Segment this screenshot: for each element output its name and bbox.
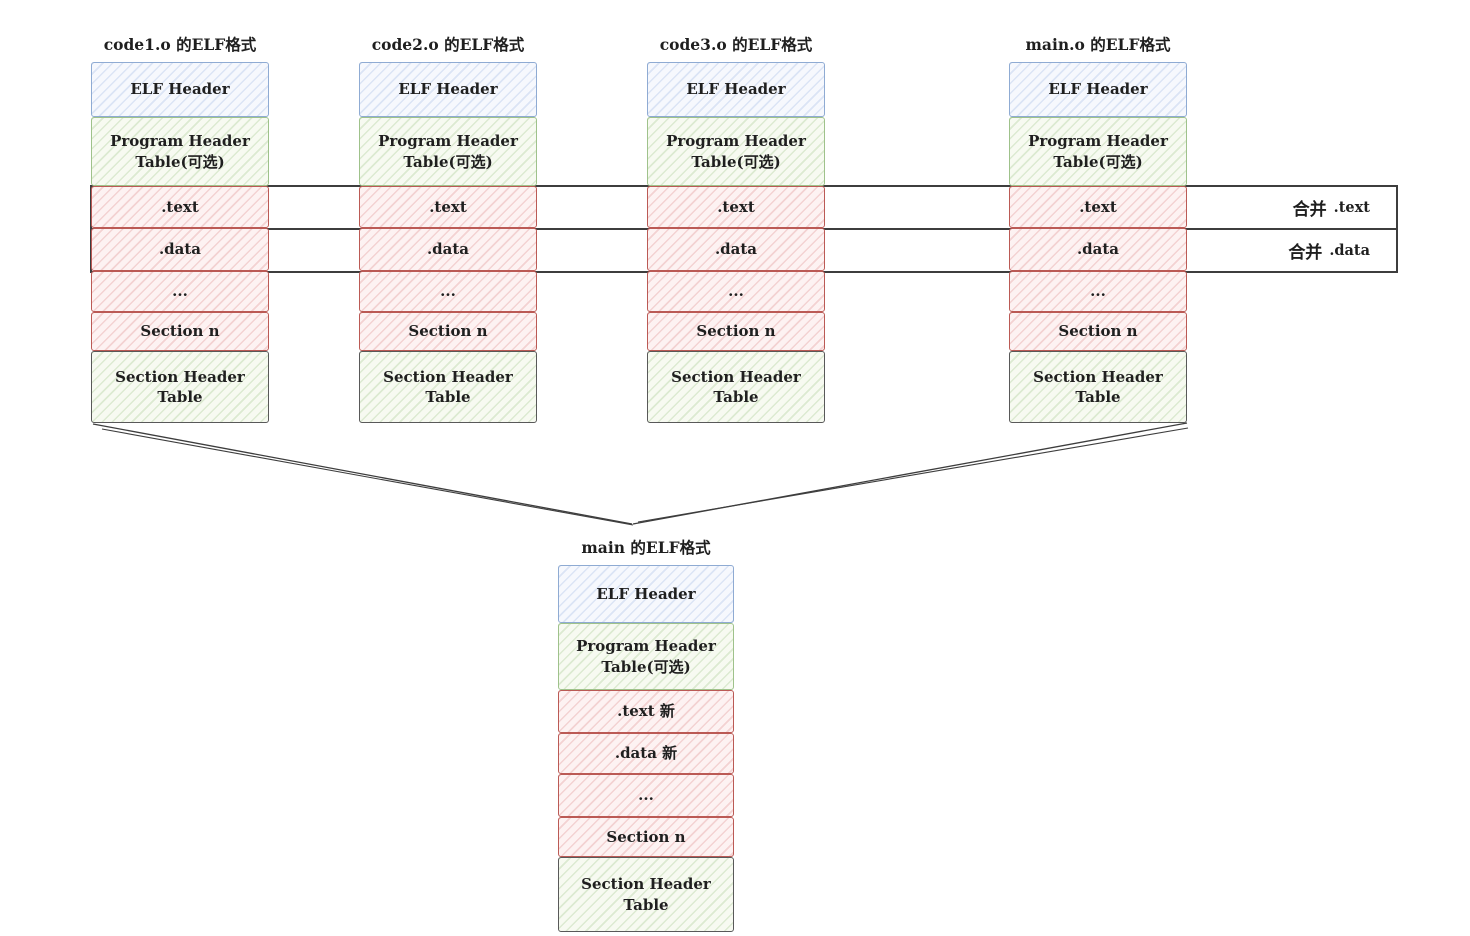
column-code2o: code2.o 的ELF格式 ELF Header Program Header… — [359, 35, 537, 423]
merge-text-label-en: .text — [1333, 199, 1370, 216]
box-ellipsis-section: ... — [359, 271, 537, 312]
box-program-header-table: Program Header Table(可选) — [1009, 117, 1187, 186]
merge-data-label-zh: 合并 — [1288, 243, 1323, 263]
box-elf-header: ELF Header — [558, 565, 734, 623]
column-code1o: code1.o 的ELF格式 ELF Header Program Header… — [91, 35, 269, 423]
box-section-header-table: Section Header Table — [91, 351, 269, 423]
box-elf-header: ELF Header — [647, 62, 825, 117]
box-text-section-new: .text 新 — [558, 690, 734, 733]
merge-text-label: 合并 .text — [1293, 187, 1370, 228]
box-ellipsis-section: ... — [558, 774, 734, 817]
box-elf-header: ELF Header — [359, 62, 537, 117]
column-main-merged: main 的ELF格式 ELF Header Program Header Ta… — [558, 538, 734, 932]
box-section-header-table: Section Header Table — [558, 857, 734, 932]
box-section-header-table: Section Header Table — [359, 351, 537, 423]
merge-text-label-zh: 合并 — [1292, 200, 1327, 220]
box-section-n: Section n — [647, 312, 825, 351]
column-title: main.o 的ELF格式 — [1025, 35, 1171, 54]
box-elf-header: ELF Header — [1009, 62, 1187, 117]
column-maino: main.o 的ELF格式 ELF Header Program Header … — [1009, 35, 1187, 423]
box-program-header-table: Program Header Table(可选) — [647, 117, 825, 186]
box-section-header-table: Section Header Table — [1009, 351, 1187, 423]
column-title: code2.o 的ELF格式 — [371, 35, 525, 54]
merge-data-label-en: .data — [1329, 242, 1370, 259]
merge-data-label: 合并 .data — [1288, 230, 1370, 271]
box-text-section: .text — [359, 186, 537, 228]
box-ellipsis-section: ... — [647, 271, 825, 312]
box-data-section-new: .data 新 — [558, 733, 734, 774]
box-section-header-table: Section Header Table — [647, 351, 825, 423]
box-text-section: .text — [1009, 186, 1187, 228]
box-section-n: Section n — [1009, 312, 1187, 351]
box-ellipsis-section: ... — [91, 271, 269, 312]
box-data-section: .data — [91, 228, 269, 271]
box-text-section: .text — [91, 186, 269, 228]
box-section-n: Section n — [91, 312, 269, 351]
box-program-header-table: Program Header Table(可选) — [558, 623, 734, 690]
box-program-header-table: Program Header Table(可选) — [359, 117, 537, 186]
box-section-n: Section n — [558, 817, 734, 857]
box-data-section: .data — [359, 228, 537, 271]
box-section-n: Section n — [359, 312, 537, 351]
box-program-header-table: Program Header Table(可选) — [91, 117, 269, 186]
column-title: code1.o 的ELF格式 — [103, 35, 257, 54]
column-title: code3.o 的ELF格式 — [659, 35, 813, 54]
box-data-section: .data — [1009, 228, 1187, 271]
box-text-section: .text — [647, 186, 825, 228]
box-data-section: .data — [647, 228, 825, 271]
column-code3o: code3.o 的ELF格式 ELF Header Program Header… — [647, 35, 825, 423]
column-title: main 的ELF格式 — [581, 538, 711, 557]
box-elf-header: ELF Header — [91, 62, 269, 117]
box-ellipsis-section: ... — [1009, 271, 1187, 312]
